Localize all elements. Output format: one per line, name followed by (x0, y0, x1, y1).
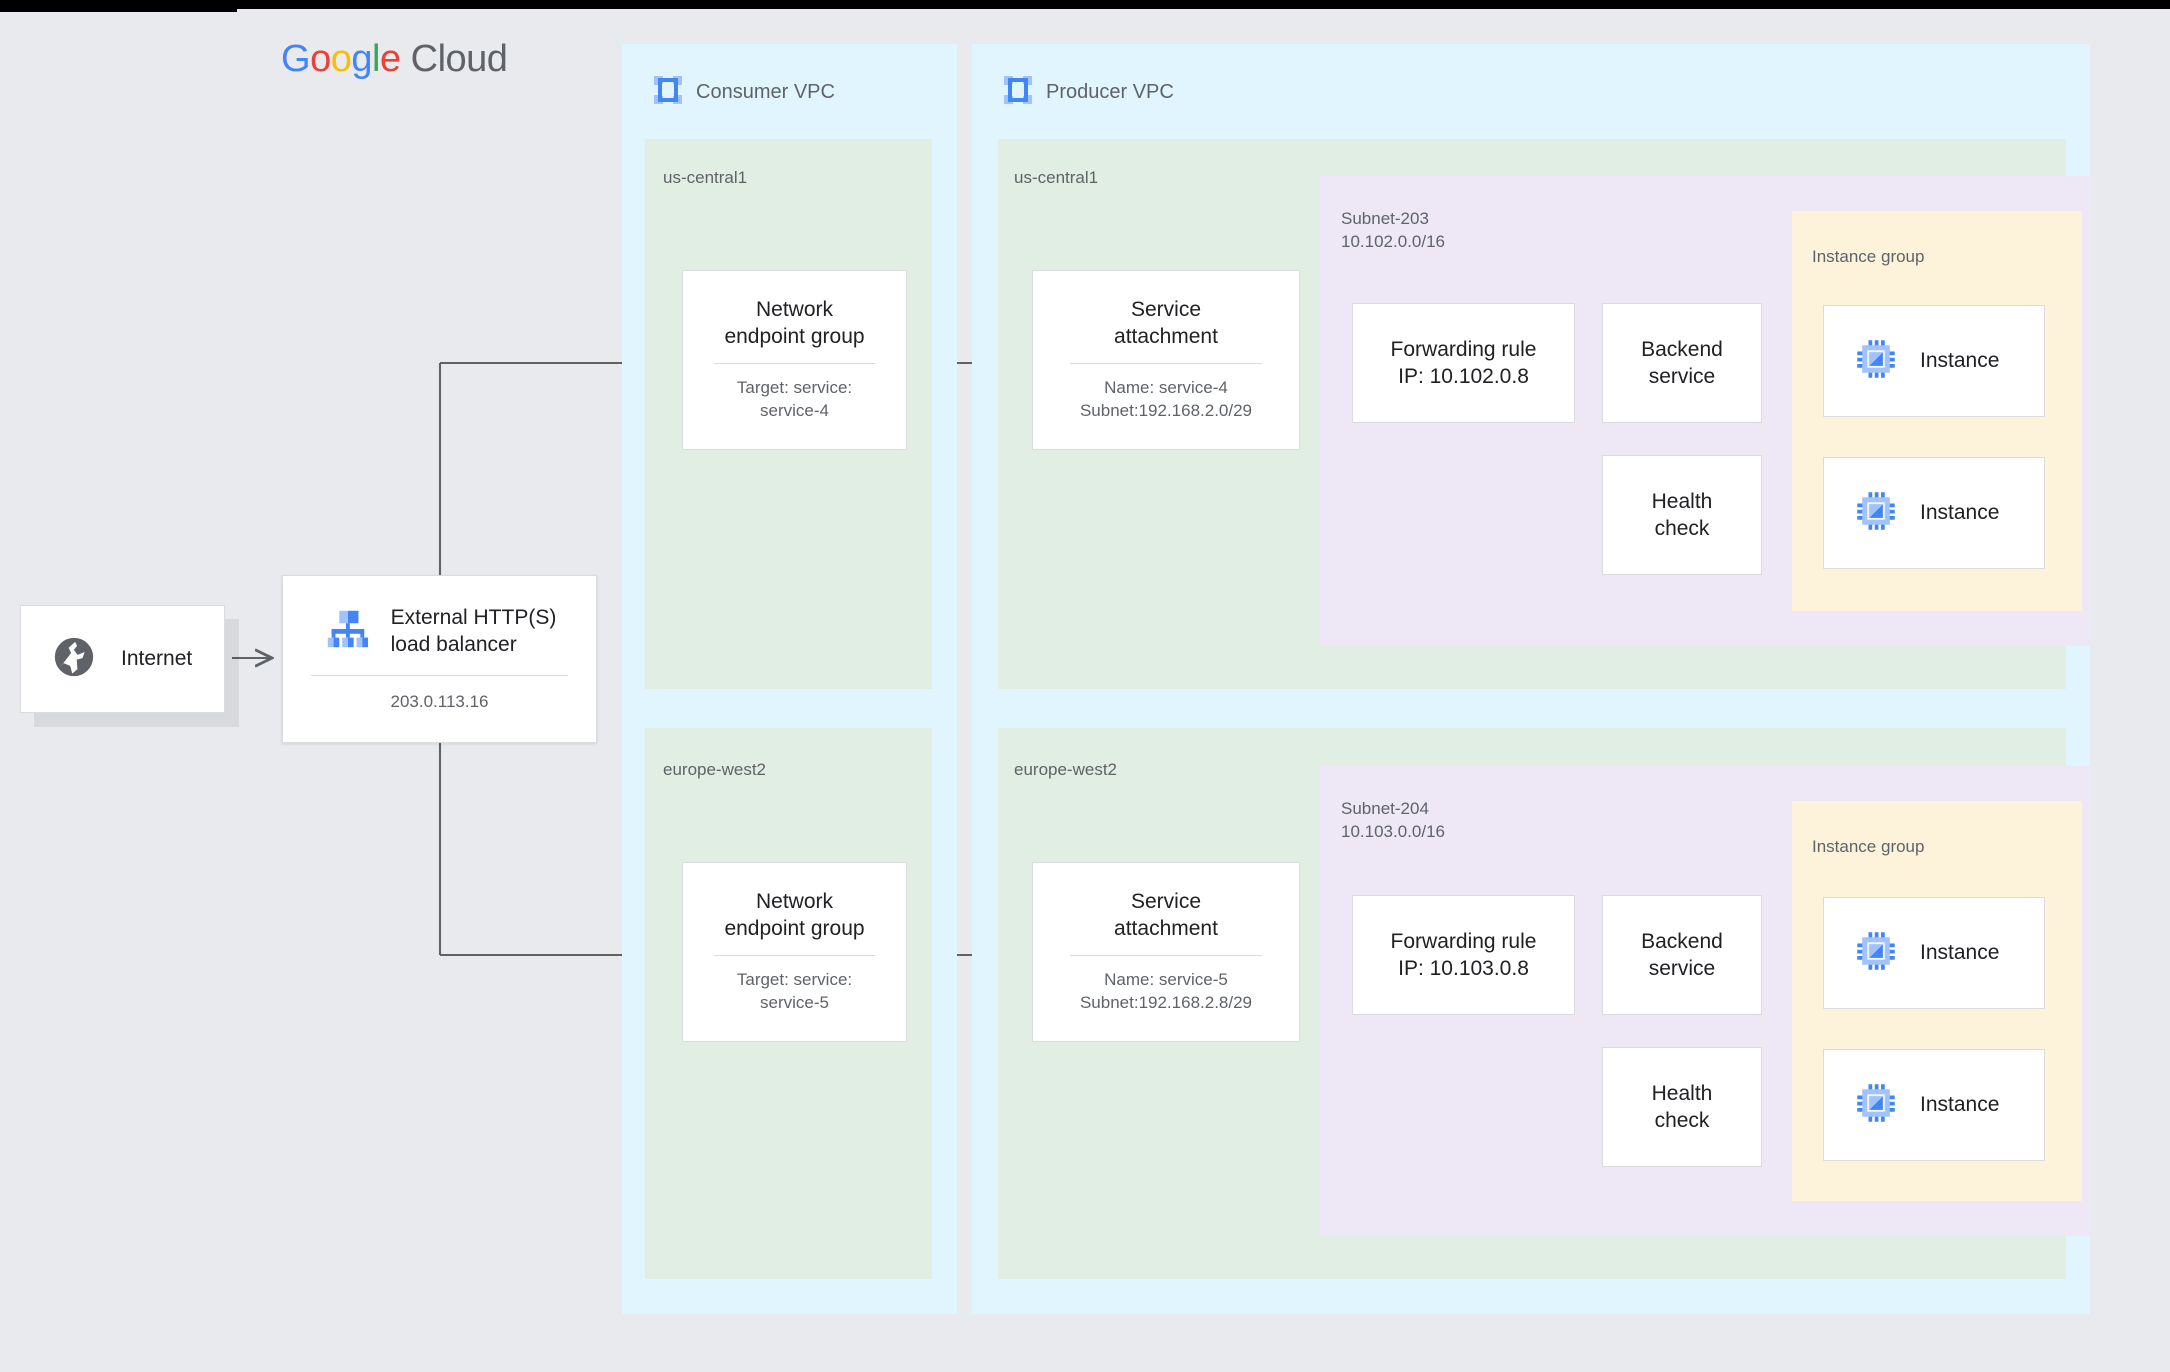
top-black-bar-left-segment (0, 0, 237, 12)
neg1-sub-line1: Target: service: (736, 378, 853, 398)
neg2-title-line2: endpoint group (724, 916, 865, 940)
sa2-divider (1070, 955, 1262, 957)
backend-service-card-2: Backend service (1602, 895, 1762, 1015)
google-cloud-logo: Google Cloud (281, 38, 508, 80)
instance-card-1a: Instance (1823, 305, 2045, 417)
instance-card-1b: Instance (1823, 457, 2045, 569)
instance-group-label-1: Instance group (1812, 247, 1925, 266)
neg1-divider (714, 363, 875, 365)
neg2-divider (714, 955, 875, 957)
producer-region-label-2: europe-west2 (1014, 760, 1118, 779)
consumer-region-label-2: europe-west2 (663, 760, 767, 779)
subnet-204-label: Subnet-204 10.103.0.0/16 (1341, 798, 1445, 844)
lb-title-line1: External HTTP(S) (390, 605, 557, 629)
neg2-title-line1: Network (755, 889, 834, 913)
producer-region-label-1: us-central1 (1014, 168, 1099, 187)
instance-card-2b: Instance (1823, 1049, 2045, 1161)
lb-ip-address: 203.0.113.16 (390, 692, 489, 712)
bs1-line1: Backend (1641, 337, 1723, 361)
instance-chip-icon (1856, 491, 1896, 536)
subnet-204-name: Subnet-204 (1341, 799, 1429, 818)
service-attachment-card-2: Service attachment Name: service-5 Subne… (1032, 862, 1300, 1042)
vpc-icon (1002, 74, 1034, 111)
service-attachment-card-1: Service attachment Name: service-4 Subne… (1032, 270, 1300, 450)
producer-vpc-title: Producer VPC (1046, 81, 1174, 103)
fr2-line2: IP: 10.103.0.8 (1398, 957, 1529, 980)
producer-vpc-header: Producer VPC (1002, 74, 1174, 111)
instance-label-1a: Instance (1920, 349, 2000, 372)
hc1-line1: Health (1651, 489, 1713, 513)
internet-node: Internet (20, 605, 225, 713)
sa1-title-line2: attachment (1114, 324, 1218, 348)
sa2-sub-line1: Name: service-5 (1104, 970, 1228, 990)
bs1-line2: service (1648, 365, 1716, 388)
instance-label-2a: Instance (1920, 941, 2000, 964)
sa1-title-line1: Service (1130, 297, 1202, 321)
fr1-line1: Forwarding rule (1390, 337, 1537, 361)
hc1-line2: check (1654, 517, 1710, 540)
health-check-card-2: Health check (1602, 1047, 1762, 1167)
forwarding-rule-card-2: Forwarding rule IP: 10.103.0.8 (1352, 895, 1575, 1015)
subnet-203-name: Subnet-203 (1341, 209, 1429, 228)
network-endpoint-group-card-1: Network endpoint group Target: service: … (682, 270, 907, 450)
consumer-vpc-title: Consumer VPC (696, 81, 835, 103)
instance-card-2a: Instance (1823, 897, 2045, 1009)
instance-label-2b: Instance (1920, 1093, 2000, 1116)
network-endpoint-group-card-2: Network endpoint group Target: service: … (682, 862, 907, 1042)
sa2-sub-line2: Subnet:192.168.2.8/29 (1079, 993, 1253, 1013)
load-balancer-icon (323, 606, 369, 657)
logo-cloud-word: Cloud (410, 38, 508, 80)
lb-title-line2: load balancer (390, 633, 517, 657)
globe-icon (51, 634, 97, 685)
neg2-sub-line2: service-5 (760, 993, 829, 1013)
external-http-load-balancer-node: External HTTP(S) load balancer 203.0.113… (282, 575, 597, 743)
neg2-sub-line1: Target: service: (736, 970, 853, 990)
consumer-vpc-header: Consumer VPC (652, 74, 835, 111)
fr2-line1: Forwarding rule (1390, 929, 1537, 953)
neg1-sub-line2: service-4 (760, 401, 829, 421)
internet-label: Internet (121, 647, 193, 670)
health-check-card-1: Health check (1602, 455, 1762, 575)
instance-group-label-2: Instance group (1812, 837, 1925, 856)
sa1-sub-line2: Subnet:192.168.2.0/29 (1079, 401, 1253, 421)
instance-chip-icon (1856, 1083, 1896, 1128)
instance-label-1b: Instance (1920, 501, 2000, 524)
instance-chip-icon (1856, 931, 1896, 976)
neg1-title-line1: Network (755, 297, 834, 321)
fr1-line2: IP: 10.102.0.8 (1398, 365, 1529, 388)
subnet-203-label: Subnet-203 10.102.0.0/16 (1341, 208, 1445, 254)
sa2-title-line1: Service (1130, 889, 1202, 913)
instance-chip-icon (1856, 339, 1896, 384)
sa2-title-line2: attachment (1114, 916, 1218, 940)
backend-service-card-1: Backend service (1602, 303, 1762, 423)
bs2-line2: service (1648, 957, 1716, 980)
forwarding-rule-card-1: Forwarding rule IP: 10.102.0.8 (1352, 303, 1575, 423)
sa1-divider (1070, 363, 1262, 365)
bs2-line1: Backend (1641, 929, 1723, 953)
top-black-bar (0, 0, 2170, 9)
subnet-204-cidr: 10.103.0.0/16 (1341, 821, 1445, 841)
sa1-sub-line1: Name: service-4 (1104, 378, 1228, 398)
hc2-line2: check (1654, 1109, 1710, 1132)
hc2-line1: Health (1651, 1081, 1713, 1105)
vpc-icon (652, 74, 684, 111)
subnet-203-cidr: 10.102.0.0/16 (1341, 231, 1445, 251)
neg1-title-line2: endpoint group (724, 324, 865, 348)
consumer-region-label-1: us-central1 (663, 168, 748, 187)
lb-divider (311, 675, 568, 677)
